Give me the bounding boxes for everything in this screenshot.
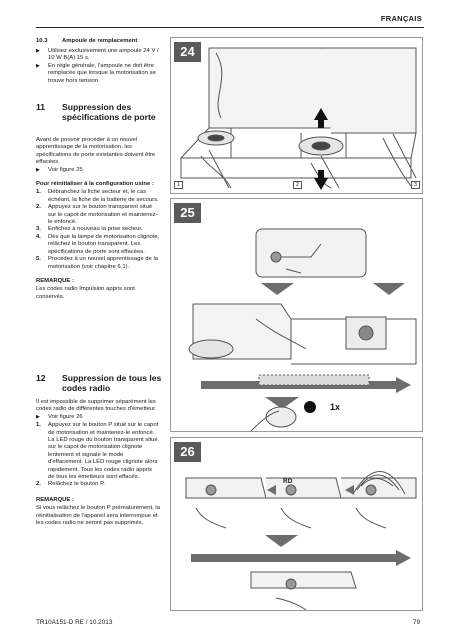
note-text: Les codes radio Impulsion appris sont co… (36, 286, 135, 300)
section-10-3-number: 10.3 (36, 38, 48, 44)
press-count-label: 1x (330, 402, 341, 412)
figure-26: 26 RD (170, 437, 423, 611)
section-10-3: 10.3 Ampoule de remplacement ▶ Utilisez … (36, 38, 160, 85)
step-item: 1.Débranchez la fiche secteur et, le cas… (36, 189, 159, 203)
figure-25-illustration (188, 228, 417, 431)
figure-ref: ▶ Voir figure 25 (36, 166, 83, 173)
step-item: 2.Appuyez sur le bouton transparent situ… (36, 204, 158, 226)
figure-26-illustration (185, 471, 417, 610)
step-item: 2.Relâchez le bouton P. (36, 481, 105, 488)
arrow-bullet-icon: ▶ (36, 62, 40, 69)
step-item: 4.Dès que la lampe de motorisation clign… (36, 233, 160, 255)
arrow-bullet-icon: ▶ (36, 413, 40, 420)
step-item: 1.Appuyez sur le bouton P situé sur le c… (36, 422, 159, 481)
section-11-intro: Avant de pouvoir procéder à un nouvel ap… (36, 137, 156, 166)
doc-reference: TR10A151-D RE / 10.2013 (36, 619, 113, 626)
section-11: 11 Suppression des spécifications de por… (36, 102, 160, 301)
section-12-heading: 12 Suppression de tous les codes radio (36, 373, 162, 393)
figure-label: 24 (174, 42, 201, 62)
figure-24-illustration (179, 47, 417, 190)
figure-label: 26 (174, 442, 201, 462)
rd-label: RD (283, 478, 293, 485)
note-heading: REMARQUE : (36, 496, 74, 503)
figure-25: 25 1x (170, 198, 423, 432)
bullet-item: ▶ En règle générale, l'ampoule ne doit ê… (36, 62, 156, 84)
sub-label-1: 1 (174, 181, 183, 189)
section-10-3-title: Ampoule de remplacement (62, 38, 138, 44)
bullet-item: ▶ Utilisez exclusivement une ampoule 24 … (36, 48, 159, 62)
page-number: 79 (412, 619, 420, 626)
step-item: 3.Enfichez à nouveau la prise secteur. (36, 226, 143, 233)
section-12-intro: Il est impossible de supprimer séparémen… (36, 399, 157, 413)
sub-label-2: 2 (293, 181, 302, 189)
note-text: Si vous relâchez le bouton P prématuréme… (36, 505, 160, 527)
sub-label-3: 3 (411, 181, 420, 189)
figure-ref: ▶ Voir figure 26 (36, 413, 83, 420)
header-rule (36, 27, 424, 28)
arrow-bullet-icon: ▶ (36, 166, 40, 173)
note-heading: REMARQUE : (36, 277, 74, 284)
language-label: FRANÇAIS (380, 14, 422, 23)
figure-24: 24 1 2 3 (170, 37, 423, 194)
section-11-heading: 11 Suppression des spécifications de por… (36, 102, 156, 122)
figure-label: 25 (174, 203, 201, 223)
reset-heading: Pour réinitialiser à la configuration us… (36, 181, 154, 188)
step-item: 5.Procédez à un nouvel apprentissage de … (36, 256, 159, 270)
arrow-bullet-icon: ▶ (36, 48, 40, 54)
section-12: 12 Suppression de tous les codes radio I… (36, 373, 162, 528)
